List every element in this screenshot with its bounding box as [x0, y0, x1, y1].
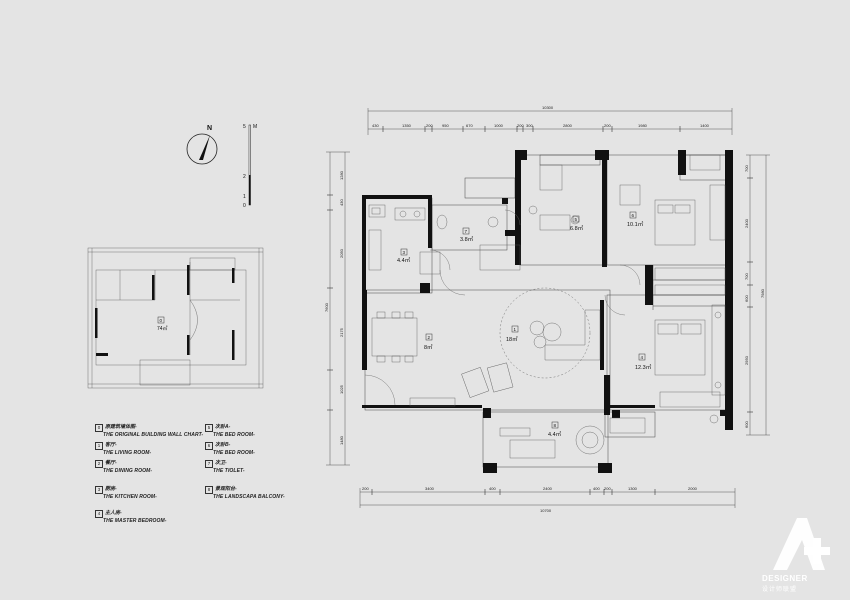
main-plan-outline — [364, 154, 733, 468]
furniture — [368, 154, 726, 459]
svg-text:3400: 3400 — [425, 486, 435, 491]
svg-text:200: 200 — [604, 123, 611, 128]
svg-text:300: 300 — [526, 123, 533, 128]
scale-unit: M — [253, 124, 257, 130]
svg-text:6: 6 — [632, 213, 635, 218]
logo-name: DESIGNER — [762, 574, 808, 583]
svg-text:4.4㎡: 4.4㎡ — [397, 256, 411, 264]
svg-text:2400: 2400 — [744, 218, 749, 228]
svg-text:400: 400 — [593, 486, 600, 491]
svg-text:1480: 1480 — [339, 435, 344, 445]
dimension-lines — [326, 108, 770, 508]
original-plan-label: 0 74㎡ — [157, 316, 168, 332]
svg-text:430: 430 — [339, 199, 344, 206]
svg-text:1350: 1350 — [402, 123, 412, 128]
svg-text:5: 5 — [575, 217, 578, 222]
svg-text:1280: 1280 — [339, 170, 344, 180]
svg-text:400: 400 — [489, 486, 496, 491]
compass: N — [186, 125, 218, 165]
svg-text:12.3㎡: 12.3㎡ — [635, 363, 652, 371]
svg-text:200: 200 — [604, 486, 611, 491]
svg-text:2175: 2175 — [339, 327, 344, 337]
svg-text:1000: 1000 — [494, 123, 504, 128]
dimension-ticks — [327, 126, 753, 495]
room-label-1: 1 18㎡ — [506, 325, 519, 343]
svg-text:700: 700 — [744, 273, 749, 280]
svg-text:670: 670 — [466, 123, 473, 128]
svg-text:2950: 2950 — [744, 355, 749, 365]
scale-bar: 5 M 2 1 0 — [243, 124, 257, 209]
svg-text:10.1㎡: 10.1㎡ — [627, 220, 644, 228]
svg-text:1980: 1980 — [638, 123, 648, 128]
svg-text:600: 600 — [744, 421, 749, 428]
svg-text:200: 200 — [362, 486, 369, 491]
svg-text:7: 7 — [465, 229, 468, 234]
room-label-8: 8 4.4㎡ — [548, 421, 562, 438]
room-label-4: 4 12.3㎡ — [635, 353, 652, 371]
svg-text:8㎡: 8㎡ — [424, 343, 433, 351]
svg-text:10300: 10300 — [542, 105, 554, 110]
svg-text:6.8㎡: 6.8㎡ — [570, 224, 584, 232]
svg-text:2400: 2400 — [543, 486, 553, 491]
svg-text:600: 600 — [744, 295, 749, 302]
room-label-5: 5 6.8㎡ — [570, 215, 584, 232]
room-label-3: 34.4㎡ — [397, 248, 411, 264]
svg-text:950: 950 — [442, 123, 449, 128]
dimension-labels: 10300 430 1350 200 950 670 1000 200 300 … — [362, 105, 710, 513]
door-swings — [364, 209, 641, 406]
svg-text:2: 2 — [428, 335, 431, 340]
original-plan — [87, 247, 264, 389]
svg-text:1: 1 — [514, 327, 517, 332]
svg-text:0: 0 — [160, 318, 163, 323]
svg-text:10700: 10700 — [540, 508, 552, 513]
svg-text:1300: 1300 — [628, 486, 638, 491]
svg-text:2000: 2000 — [688, 486, 698, 491]
room-label-6: 6 10.1㎡ — [627, 211, 644, 228]
logo-sub: 设计师联盟 — [762, 587, 798, 593]
room-label-2: 2 8㎡ — [424, 333, 433, 351]
svg-text:8: 8 — [554, 423, 557, 428]
svg-text:3.8㎡: 3.8㎡ — [460, 235, 474, 243]
room-label-7: 73.8㎡ — [460, 227, 474, 243]
svg-text:18㎡: 18㎡ — [506, 335, 518, 343]
svg-text:200: 200 — [426, 123, 433, 128]
compass-label: N — [207, 125, 212, 132]
svg-text:700: 700 — [744, 165, 749, 172]
svg-text:4: 4 — [641, 355, 644, 360]
svg-text:4.4㎡: 4.4㎡ — [548, 430, 562, 438]
svg-text:1400: 1400 — [700, 123, 710, 128]
svg-text:74㎡: 74㎡ — [157, 325, 168, 332]
walls — [362, 150, 733, 473]
svg-text:2800: 2800 — [563, 123, 573, 128]
svg-text:430: 430 — [372, 123, 379, 128]
svg-text:200: 200 — [517, 123, 524, 128]
svg-text:3: 3 — [403, 250, 406, 255]
svg-text:7600: 7600 — [324, 302, 329, 312]
scale-label-2: 2 — [243, 174, 246, 180]
a-plus-designer-logo: A+ — [773, 518, 830, 570]
dimension-labels-vertical: 7600 1280 430 2050 2175 1025 1480 7980 7… — [324, 165, 765, 445]
svg-text:7980: 7980 — [760, 288, 765, 298]
scale-label-1: 1 — [243, 194, 246, 200]
scale-label-0: 0 — [243, 203, 246, 209]
scale-label-5: 5 — [243, 124, 246, 130]
svg-text:1025: 1025 — [339, 384, 344, 394]
svg-text:2050: 2050 — [339, 248, 344, 258]
